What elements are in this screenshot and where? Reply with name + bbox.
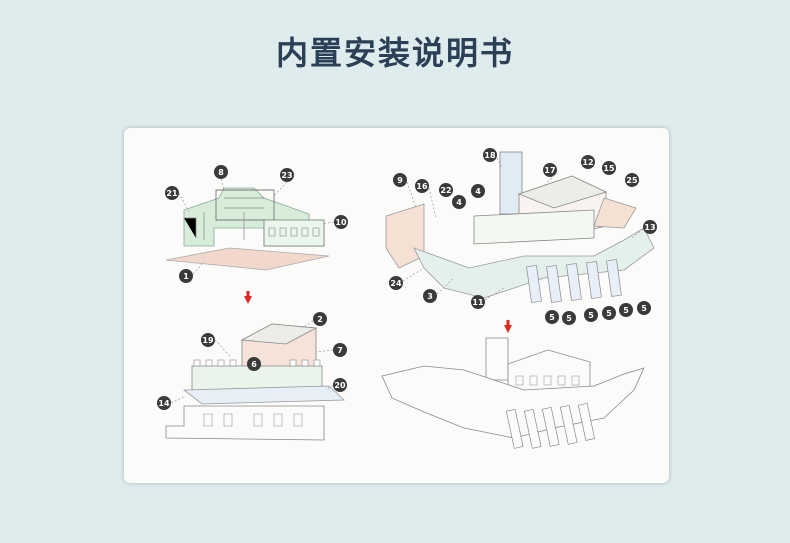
callout-label: 5 xyxy=(566,314,572,323)
callout-label: 7 xyxy=(337,346,343,355)
callout-marker xyxy=(581,155,595,169)
arrow-down-icon xyxy=(504,325,512,333)
callout-label: 5 xyxy=(641,304,647,313)
callout-marker xyxy=(333,343,347,357)
callout-label: 13 xyxy=(644,223,655,232)
callout-label: 16 xyxy=(416,182,428,191)
callout-label: 5 xyxy=(549,313,555,322)
callout-marker xyxy=(157,396,171,410)
callout-label: 21 xyxy=(166,189,178,198)
step2-assembly xyxy=(165,323,345,441)
step2-callouts: 19 2 6 7 14 20 xyxy=(157,312,347,410)
callout-label: 9 xyxy=(397,176,403,185)
step3-assembly xyxy=(385,151,655,303)
callout-label: 1 xyxy=(183,272,189,281)
callout-marker xyxy=(247,357,261,371)
callout-label: 6 xyxy=(251,360,257,369)
callout-label: 23 xyxy=(281,171,292,180)
callout-marker xyxy=(423,289,437,303)
callout-label: 14 xyxy=(158,399,170,408)
callout-marker xyxy=(165,186,179,200)
callout-marker xyxy=(415,179,429,193)
callout-label: 3 xyxy=(427,292,433,301)
callout-label: 2 xyxy=(317,315,323,324)
step1-assembly xyxy=(165,187,330,271)
callout-marker xyxy=(562,311,576,325)
callout-marker xyxy=(602,306,616,320)
callout-label: 10 xyxy=(335,218,347,227)
callout-label: 12 xyxy=(582,158,593,167)
callout-marker xyxy=(471,184,485,198)
callout-marker xyxy=(179,269,193,283)
step4-assembly xyxy=(381,337,645,449)
arrow-down-icon xyxy=(244,296,252,304)
callout-label: 8 xyxy=(218,168,224,177)
callout-label: 24 xyxy=(390,279,402,288)
callout-marker xyxy=(543,163,557,177)
callout-marker xyxy=(439,183,453,197)
callout-marker xyxy=(483,148,497,162)
callout-marker xyxy=(313,312,327,326)
callout-marker xyxy=(584,308,598,322)
callout-marker xyxy=(333,378,347,392)
page-title: 内置安装说明书 xyxy=(275,34,514,72)
instruction-sheet: 1 8 21 23 10 xyxy=(124,128,669,483)
step3-callouts: 18 9 16 22 4 4 17 12 15 25 13 24 3 xyxy=(389,148,657,325)
instruction-illustration: 1 8 21 23 10 xyxy=(157,148,657,449)
callout-marker xyxy=(334,215,348,229)
callout-marker xyxy=(471,295,485,309)
callout-label: 25 xyxy=(626,176,638,185)
callout-label: 5 xyxy=(606,309,612,318)
callout-marker xyxy=(214,165,228,179)
callout-marker xyxy=(545,310,559,324)
callout-label: 22 xyxy=(440,186,451,195)
callout-label: 19 xyxy=(202,336,214,345)
callout-label: 11 xyxy=(472,298,484,307)
callout-marker xyxy=(280,168,294,182)
callout-label: 4 xyxy=(475,187,481,196)
callout-label: 5 xyxy=(588,311,594,320)
callout-marker xyxy=(643,220,657,234)
callout-marker xyxy=(201,333,215,347)
callout-label: 17 xyxy=(544,166,555,175)
callout-label: 5 xyxy=(623,306,629,315)
callout-label: 20 xyxy=(334,381,346,390)
callout-marker xyxy=(625,173,639,187)
callout-label: 15 xyxy=(603,164,615,173)
callout-marker xyxy=(393,173,407,187)
callout-marker xyxy=(389,276,403,290)
callout-marker xyxy=(452,195,466,209)
callout-label: 18 xyxy=(484,151,496,160)
callout-label: 4 xyxy=(456,198,462,207)
callout-marker xyxy=(637,301,651,315)
step1-callouts: 1 8 21 23 10 xyxy=(165,165,348,283)
callout-marker xyxy=(602,161,616,175)
callout-marker xyxy=(619,303,633,317)
